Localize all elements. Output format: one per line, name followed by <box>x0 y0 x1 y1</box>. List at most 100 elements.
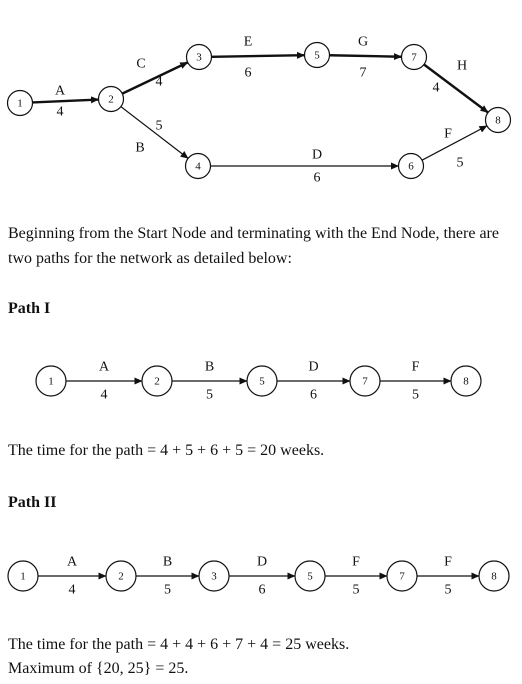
edge-g-5-7-duration: 7 <box>360 66 367 81</box>
network-node-2-circle <box>97 85 125 113</box>
p1-edge-3-activity: D <box>308 360 318 375</box>
p1-node-1: 1 <box>35 365 67 397</box>
p2-node-5-circle <box>386 560 418 592</box>
network-node-3-label: 3 <box>196 52 202 64</box>
p2-node-3-circle <box>198 560 230 592</box>
edge-c-2-3 <box>121 61 189 95</box>
p1-node-5: 8 <box>450 365 482 397</box>
p2-edge-2-duration: 5 <box>164 583 171 598</box>
network-node-7: 7 <box>400 43 428 71</box>
p2-node-6-label: 8 <box>491 571 497 583</box>
p1-edge-1-activity: A <box>99 360 110 375</box>
p1-node-3: 5 <box>246 365 278 397</box>
edge-a-1-2 <box>32 96 100 104</box>
edge-e-3-5 <box>211 51 306 59</box>
maximum-text: Maximum of {20, 25} = 25. <box>8 660 189 677</box>
intro-paragraph: Beginning from the Start Node and termin… <box>8 225 499 267</box>
p2-node-6-circle <box>478 560 510 592</box>
network-node-2-label: 2 <box>108 94 114 106</box>
p1-node-2: 2 <box>141 365 173 397</box>
p1-edge-1-duration: 4 <box>101 388 108 403</box>
p2-node-2-label: 2 <box>118 571 124 583</box>
network-node-8-circle <box>484 106 512 134</box>
edge-e-3-5-activity: E <box>244 35 253 50</box>
edge-c-2-3-activity: C <box>136 57 145 72</box>
edge-a-1-2-activity: A <box>55 84 66 99</box>
edge-b-2-4-duration: 5 <box>156 119 163 134</box>
network-node-6-circle <box>397 152 425 180</box>
p2-node-2-circle <box>105 560 137 592</box>
p2-node-5-label: 7 <box>399 571 405 583</box>
edge-d-4-6-duration: 6 <box>314 171 321 186</box>
p2-node-2: 2 <box>105 560 137 592</box>
path2-time-text: The time for the path = 4 + 4 + 6 + 7 + … <box>8 636 350 653</box>
p1-node-4-label: 7 <box>362 376 368 388</box>
edge-b-2-4-activity: B <box>135 141 144 156</box>
p1-node-1-label: 1 <box>48 376 54 388</box>
p1-edge-4-activity: F <box>412 360 420 375</box>
edge-d-4-6-activity: D <box>312 148 322 163</box>
p1-node-1-circle <box>35 365 67 397</box>
p2-node-1: 1 <box>7 560 39 592</box>
network-node-8-label: 8 <box>495 115 501 127</box>
edge-h-7-8-duration: 4 <box>433 81 440 96</box>
p1-node-5-label: 8 <box>463 376 469 388</box>
p2-edge-5-duration: 5 <box>445 583 452 598</box>
network-node-7-label: 7 <box>411 52 417 64</box>
edge-a-1-2-duration: 4 <box>57 105 64 120</box>
p2-edge-3-duration: 6 <box>259 583 266 598</box>
p1-edge-3-duration: 6 <box>310 388 317 403</box>
edge-f-6-8 <box>421 125 488 161</box>
p2-node-3: 3 <box>198 560 230 592</box>
edge-g-5-7-activity: G <box>358 35 368 50</box>
network-node-2: 2 <box>97 85 125 113</box>
edge-f-6-8-activity: F <box>444 127 452 142</box>
p2-edge-5-activity: F <box>444 555 452 570</box>
p2-edge-4-duration: 5 <box>353 583 360 598</box>
edge-c-2-3-duration: 4 <box>156 75 163 90</box>
network-node-5-circle <box>303 41 331 69</box>
network-node-7-circle <box>400 43 428 71</box>
p1-edge-4-duration: 5 <box>412 388 419 403</box>
edge-h-7-8 <box>423 63 489 114</box>
p2-node-4: 5 <box>294 560 326 592</box>
edge-e-3-5-duration: 6 <box>245 66 252 81</box>
p2-node-1-circle <box>7 560 39 592</box>
p1-edge-2-activity: B <box>205 360 214 375</box>
network-node-3-circle <box>185 43 213 71</box>
edge-g-5-7 <box>329 53 403 61</box>
p2-node-3-label: 3 <box>211 571 217 583</box>
p1-node-4: 7 <box>349 365 381 397</box>
network-node-4-circle <box>184 152 212 180</box>
network-node-1-label: 1 <box>17 98 23 110</box>
p1-node-2-label: 2 <box>154 376 160 388</box>
edge-h-7-8-activity: H <box>457 59 467 74</box>
p2-edge-2-activity: B <box>163 555 172 570</box>
network-node-3: 3 <box>185 43 213 71</box>
edge-b-2-4 <box>120 106 189 159</box>
path1-time-text: The time for the path = 4 + 5 + 6 + 5 = … <box>8 442 325 459</box>
network-node-8: 8 <box>484 106 512 134</box>
network-node-6-label: 6 <box>408 161 414 173</box>
p2-node-4-label: 5 <box>307 571 313 583</box>
network-node-5-label: 5 <box>314 50 320 62</box>
network-node-6: 6 <box>397 152 425 180</box>
network-node-4: 4 <box>184 152 212 180</box>
p2-edge-4-activity: F <box>352 555 360 570</box>
network-node-1-circle <box>6 89 34 117</box>
network-node-5: 5 <box>303 41 331 69</box>
network-node-4-label: 4 <box>195 161 201 173</box>
path2-heading: Path II <box>8 494 57 511</box>
p2-node-6: 8 <box>478 560 510 592</box>
network-node-1: 1 <box>6 89 34 117</box>
p1-node-3-circle <box>246 365 278 397</box>
p2-edge-3-activity: D <box>257 555 267 570</box>
p1-node-2-circle <box>141 365 173 397</box>
p1-node-5-circle <box>450 365 482 397</box>
p2-node-5: 7 <box>386 560 418 592</box>
p2-edge-1-activity: A <box>67 555 78 570</box>
p1-node-4-circle <box>349 365 381 397</box>
